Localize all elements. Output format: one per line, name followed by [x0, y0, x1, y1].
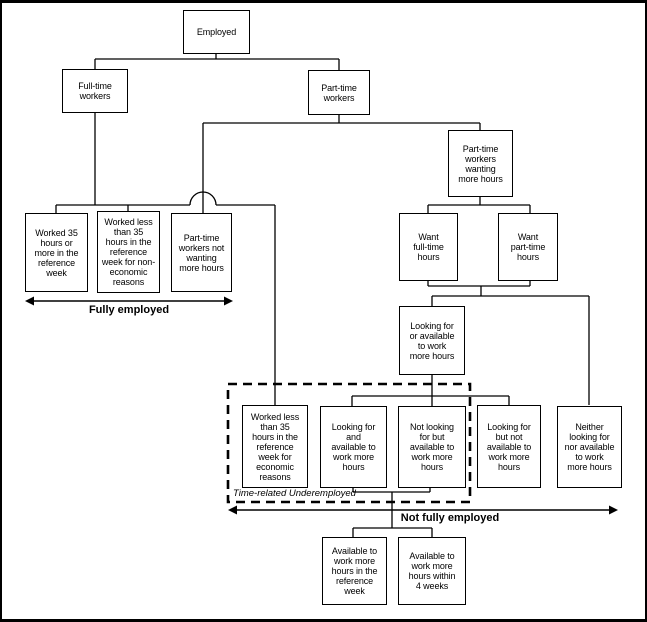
node-pt-wanting-more: Part-time workers wanting more hours: [448, 130, 513, 197]
line-hop-bridge: [189, 191, 217, 206]
node-looking-or-available: Looking for or available to work more ho…: [399, 306, 465, 375]
span-arrowhead: [228, 505, 237, 515]
node-neither-looking-nor-available: Neither looking for nor available to wor…: [557, 406, 622, 488]
node-full-time-workers: Full-time workers: [62, 69, 128, 113]
span-arrowhead: [25, 296, 34, 306]
node-not-looking-but-available: Not looking for but available to work mo…: [398, 406, 466, 488]
node-employed: Employed: [183, 10, 250, 54]
node-pt-not-wanting-more: Part-time workers not wanting more hours: [171, 213, 232, 292]
node-want-part-time: Want part-time hours: [498, 213, 558, 281]
node-looking-and-available: Looking for and available to work more h…: [320, 406, 387, 488]
time-related-underemployed-dashed-box: [226, 382, 472, 504]
node-want-full-time: Want full-time hours: [399, 213, 458, 281]
node-part-time-workers: Part-time workers: [308, 70, 370, 115]
span-arrow-label: Fully employed: [88, 304, 170, 316]
dashed-region-label: Time-related Underemployed: [233, 488, 356, 499]
node-available-4-weeks: Available to work more hours within 4 we…: [398, 537, 466, 605]
span-arrow-label: Not fully employed: [400, 512, 500, 524]
node-worked-less-economic: Worked less than 35 hours in the referen…: [242, 405, 308, 488]
span-arrowhead: [609, 505, 618, 515]
node-worked-less-non-economic: Worked less than 35 hours in the referen…: [97, 211, 160, 293]
node-looking-but-not-available: Looking for but not available to work mo…: [477, 405, 541, 488]
span-arrowhead: [224, 296, 233, 306]
node-worked-35-or-more: Worked 35 hours or more in the reference…: [25, 213, 88, 292]
node-available-reference-week: Available to work more hours in the refe…: [322, 537, 387, 605]
